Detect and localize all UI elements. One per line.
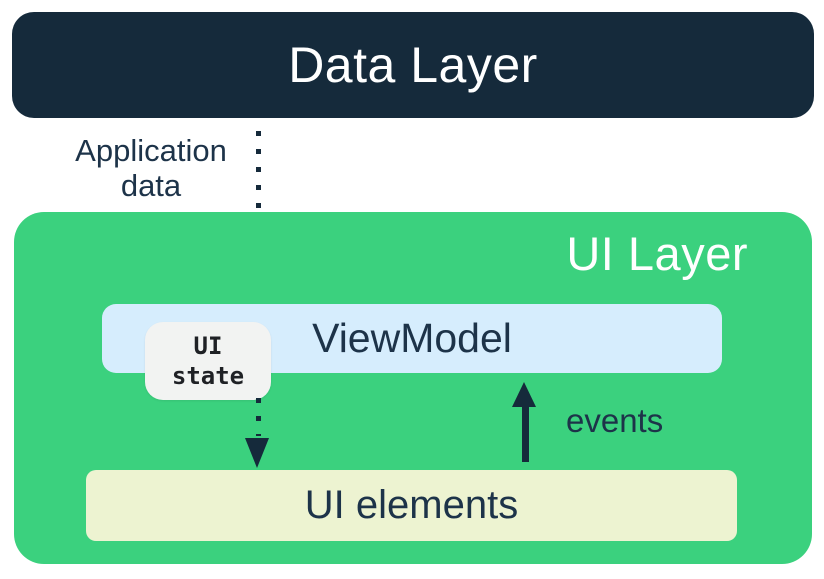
ui-layer-title: UI Layer xyxy=(566,227,748,280)
application-data-label: Application data xyxy=(75,133,227,203)
ui-state-arrowhead-icon xyxy=(245,438,269,468)
events-arrowhead-icon xyxy=(512,382,536,407)
ui-state-dotted-arrow-icon xyxy=(256,398,261,436)
ui-state-label: UI state xyxy=(171,332,245,390)
events-arrow-icon xyxy=(522,404,529,462)
ui-layer-panel: UI Layer ViewModel UI state events UI el… xyxy=(14,212,812,564)
viewmodel-label: ViewModel xyxy=(312,315,512,361)
ui-elements-box: UI elements xyxy=(86,470,737,541)
application-data-dotted-arrow-icon xyxy=(256,131,261,259)
ui-elements-label: UI elements xyxy=(304,483,519,527)
ui-state-badge: UI state xyxy=(145,322,271,400)
data-layer-title: Data Layer xyxy=(288,37,538,93)
events-label: events xyxy=(566,402,664,439)
data-layer-box: Data Layer xyxy=(12,12,814,118)
